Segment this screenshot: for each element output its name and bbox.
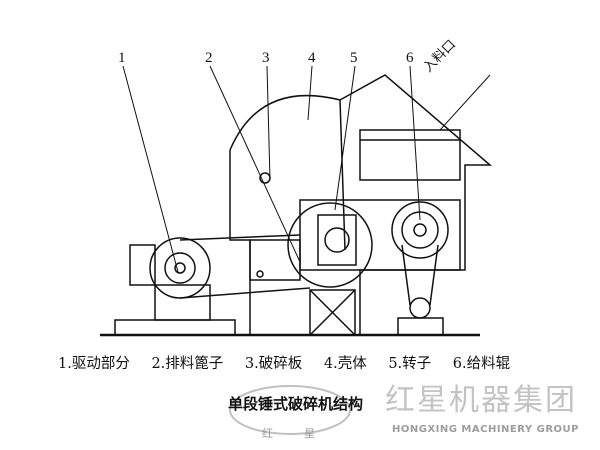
watermark-brand: 红星机器集团 <box>385 383 577 418</box>
diagram-caption: 单段锤式破碎机结构 <box>228 395 364 413</box>
callout-2: 2 <box>205 50 213 66</box>
callout-3: 3 <box>262 50 270 66</box>
legend-item: 6.给料辊 <box>452 356 511 372</box>
feed-roller <box>391 201 449 336</box>
callout-1: 1 <box>118 50 126 66</box>
legend: 1.驱动部分 2.排料篦子 3.破碎板 4.壳体 5.转子 6.给料辊 <box>58 352 527 373</box>
legend-item: 5.转子 <box>388 356 432 372</box>
watermark-brand-en: HONGXING MACHINERY GROUP <box>392 424 579 435</box>
crushing-plate <box>249 172 301 281</box>
callout-6: 6 <box>406 50 414 66</box>
legend-item: 4.壳体 <box>323 356 367 372</box>
callout-4: 4 <box>308 50 316 66</box>
legend-item: 3.破碎板 <box>244 356 303 372</box>
callout-5: 5 <box>350 50 358 66</box>
legend-item: 2.排料篦子 <box>151 356 224 372</box>
legend-item: 1.驱动部分 <box>58 356 130 372</box>
watermark-seal: 红 星 <box>262 427 323 440</box>
callout-numbers: 1 2 3 4 5 6 <box>118 50 414 66</box>
rotor <box>287 202 373 336</box>
drive-unit <box>114 234 311 336</box>
leader-lines <box>122 65 491 273</box>
housing <box>229 74 493 335</box>
